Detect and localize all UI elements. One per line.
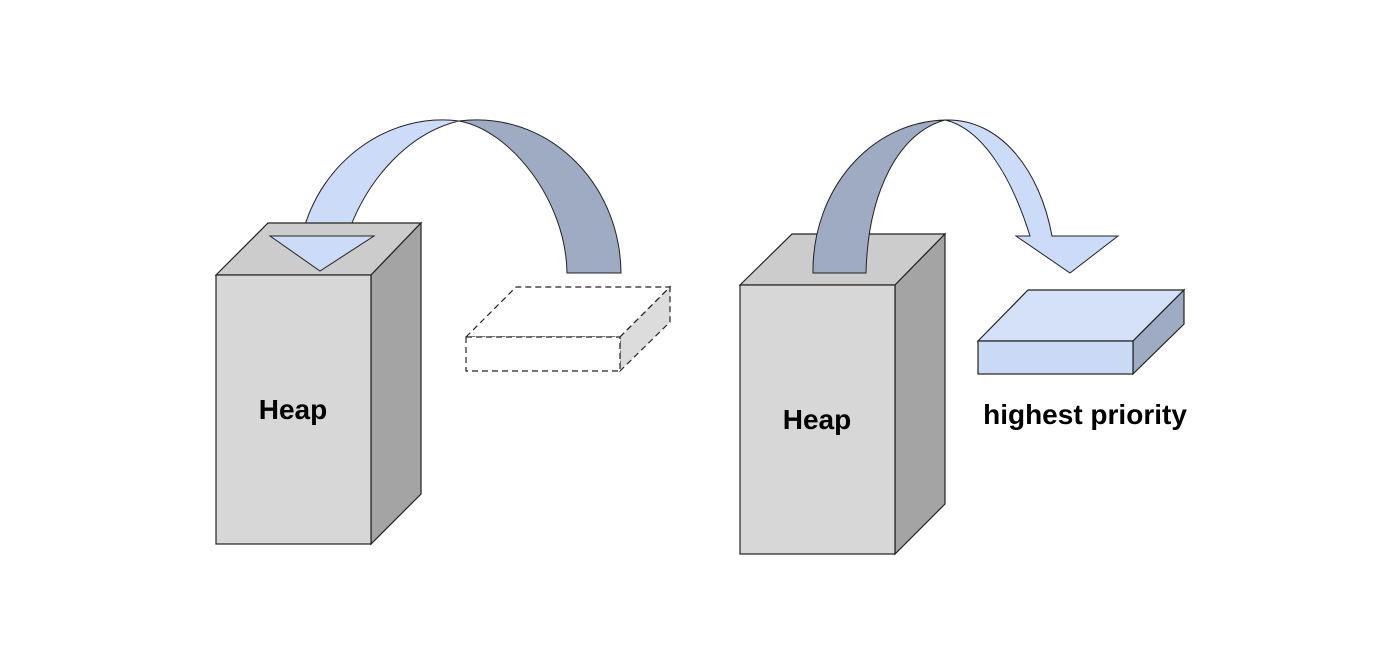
remove-arrow-light-half (944, 119, 1120, 274)
right-heap-box: Heap (738, 232, 947, 556)
inserted-item-placeholder (464, 285, 672, 373)
right-heap-front (739, 284, 896, 555)
remove-arrow-dark-half (812, 119, 946, 274)
left-heap-box: Heap (214, 221, 423, 546)
right-panel: Heap highest priority (738, 119, 1187, 556)
left-heap-label: Heap (259, 394, 327, 425)
placeholder-front (465, 336, 621, 372)
left-heap-front (215, 274, 372, 545)
insert-arrow-head-overlay (268, 235, 376, 272)
highest-priority-label: highest priority (983, 399, 1187, 430)
left-panel: Heap (214, 119, 672, 546)
right-heap-label: Heap (783, 404, 851, 435)
placeholder-side (619, 285, 671, 373)
insert-arrow-dark-half (458, 119, 622, 274)
left-heap-side (370, 221, 422, 546)
highest-priority-item (976, 288, 1186, 376)
right-heap-side (894, 232, 946, 556)
remove-arrow (812, 119, 1120, 274)
item-front (977, 340, 1134, 375)
